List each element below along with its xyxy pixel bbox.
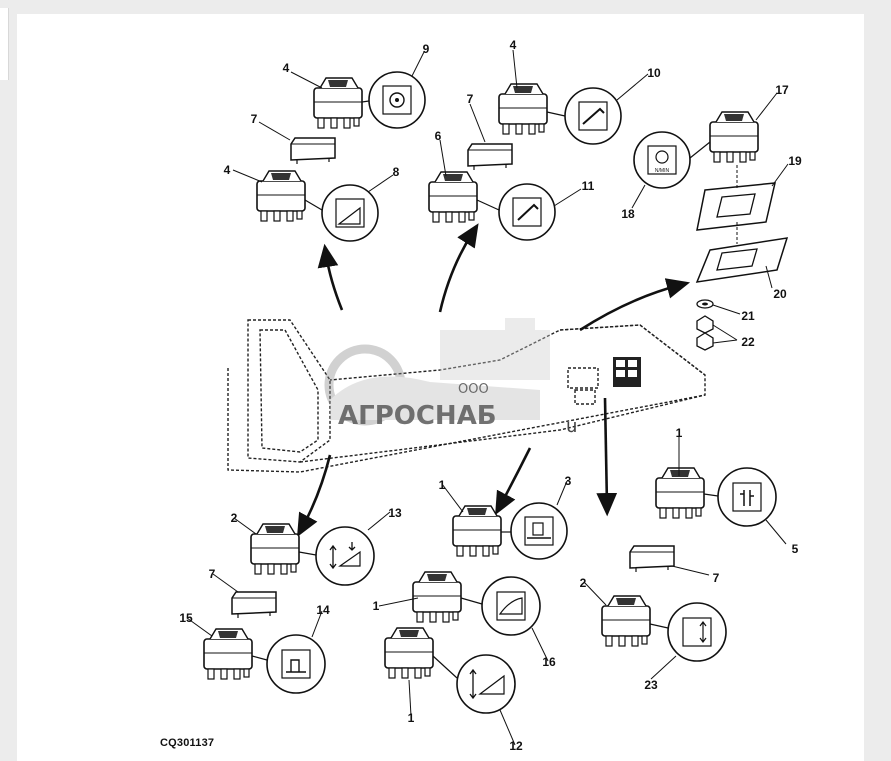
callout-1: 1: [439, 478, 446, 492]
callout-6: 6: [435, 129, 442, 143]
callout-2: 2: [231, 511, 238, 525]
symbol-disc-3: [510, 502, 568, 560]
callout-13: 13: [388, 506, 402, 520]
leader-lines: [186, 49, 789, 746]
nut-22: [696, 315, 714, 351]
callout-21: 21: [741, 309, 755, 323]
callout-labels: 9 4 7 4 8 4 10 7 6 11 17 18 19 20 21 22 …: [179, 38, 802, 753]
washer-21: [696, 299, 714, 309]
callout-2: 2: [580, 576, 587, 590]
callout-12: 12: [509, 739, 523, 753]
watermark-prefix: ООО: [458, 382, 489, 397]
symbol-disc-8: [321, 184, 379, 242]
callout-1: 1: [408, 711, 415, 725]
rocker-switch: [250, 523, 300, 575]
callout-3: 3: [565, 474, 572, 488]
figure-code: CQ301137: [160, 737, 215, 749]
callout-19: 19: [788, 154, 802, 168]
symbol-18-label: N/MIN: [655, 168, 670, 174]
callout-7: 7: [251, 112, 258, 126]
rocker-switch: [313, 77, 363, 129]
blank-cover: [467, 143, 513, 171]
mounting-plate-20: [695, 237, 789, 283]
symbol-disc-12: [456, 654, 516, 714]
callout-15: 15: [179, 611, 193, 625]
watermark-brand: АГРОСНАБ: [338, 401, 497, 431]
exploded-parts-diagram: ООО АГРОСНАБ u: [179, 38, 802, 753]
blank-cover: [290, 137, 336, 165]
callout-11: 11: [582, 179, 595, 193]
console-housing: [227, 319, 706, 473]
watermark-suffix: u: [566, 416, 577, 437]
callout-23: 23: [644, 678, 658, 692]
symbol-disc-9: [368, 71, 426, 129]
callout-5: 5: [792, 542, 799, 556]
symbol-disc-11: [498, 183, 556, 241]
callout-7: 7: [209, 567, 216, 581]
callout-1: 1: [373, 599, 380, 613]
symbol-disc-5: [717, 467, 777, 527]
callout-1: 1: [676, 426, 683, 440]
watermark-logo: [324, 318, 550, 426]
callout-10: 10: [647, 66, 661, 80]
diagram-canvas: ООО АГРОСНАБ u: [17, 14, 864, 761]
direction-arrows: [297, 223, 691, 538]
blank-cover: [629, 545, 675, 573]
rocker-switch: [655, 467, 705, 519]
callout-14: 14: [316, 603, 330, 617]
callout-16: 16: [542, 655, 556, 669]
rocker-switch: [709, 111, 759, 163]
callout-4: 4: [510, 38, 517, 52]
blank-cover: [231, 591, 277, 619]
callout-4: 4: [224, 163, 231, 177]
rocker-switch: [412, 571, 462, 623]
sidebar-strip: [0, 8, 9, 80]
console-switch-panel: [613, 357, 641, 387]
callout-20: 20: [773, 287, 787, 301]
symbol-disc-18: [633, 131, 691, 189]
rocker-switch: [498, 83, 548, 135]
callout-22: 22: [741, 335, 755, 349]
symbol-disc-16: [481, 576, 541, 636]
callout-17: 17: [775, 83, 789, 97]
rocker-switch: [428, 171, 478, 223]
rocker-switch: [452, 505, 502, 557]
callout-7: 7: [467, 92, 474, 106]
symbol-disc-23: [667, 602, 727, 662]
rocker-switch: [601, 595, 651, 647]
callout-7: 7: [713, 571, 720, 585]
callout-4: 4: [283, 61, 290, 75]
symbol-disc-10: [564, 87, 622, 145]
rocker-switch: [384, 627, 434, 679]
symbol-disc-13: [315, 526, 375, 586]
symbol-disc-14: [266, 634, 326, 694]
callout-8: 8: [393, 165, 400, 179]
callout-9: 9: [423, 42, 430, 56]
rocker-switch: [203, 628, 253, 680]
callout-18: 18: [621, 207, 635, 221]
bezel-plate-19: [696, 182, 776, 231]
rocker-switch: [256, 170, 306, 222]
